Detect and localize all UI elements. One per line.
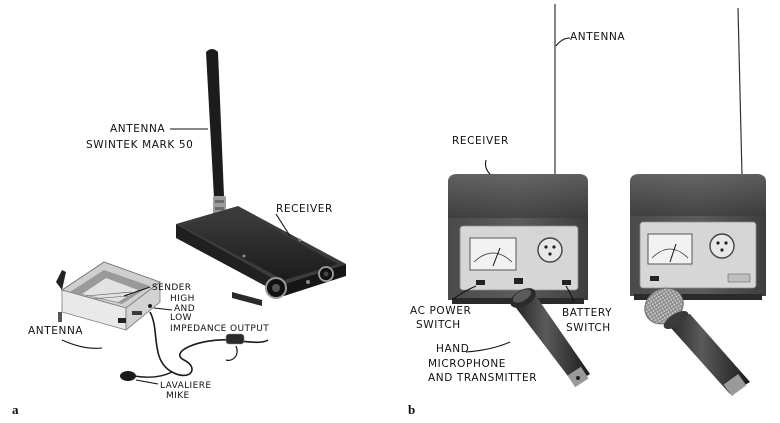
label-low: LOW xyxy=(170,313,192,323)
label-high: HIGH xyxy=(170,294,195,304)
label-ac-switch: SWITCH xyxy=(416,319,461,331)
sender-pack xyxy=(56,261,161,331)
receiver-a xyxy=(176,206,346,306)
label-microphone: MICROPHONE xyxy=(428,358,506,370)
leader-receiver-b xyxy=(484,159,491,175)
hand-mic-right xyxy=(644,287,750,396)
whip-antenna-right xyxy=(737,7,743,177)
label-battery: BATTERY xyxy=(562,307,612,319)
rubber-antenna xyxy=(206,49,228,224)
label-battery-switch: SWITCH xyxy=(566,322,611,334)
label-receiver-a: RECEIVER xyxy=(276,203,333,215)
leader-lavaliere xyxy=(135,379,159,385)
lavaliere-mike xyxy=(120,311,269,381)
label-antenna-b: ANTENNA xyxy=(570,31,625,43)
panel-letter-b: b xyxy=(408,402,415,417)
leader-antenna-b xyxy=(555,37,571,47)
leader-receiver-a xyxy=(275,213,291,237)
label-antenna-bottom: ANTENNA xyxy=(28,325,83,337)
receiver-b-left: SWINTEK xyxy=(448,174,588,304)
label-hand: HAND xyxy=(436,343,469,355)
label-and: AND xyxy=(174,304,195,314)
receiver-b-right xyxy=(630,174,766,300)
panel-b: SWINTEK xyxy=(408,4,766,417)
label-sender: SENDER xyxy=(152,283,191,293)
label-lavaliere: LAVALIERE xyxy=(160,381,211,391)
leader-antenna-bottom xyxy=(61,339,103,349)
leader-hand-mic xyxy=(465,341,511,353)
hand-mic-left xyxy=(510,288,590,388)
brand-plate-left: SWINTEK xyxy=(534,230,558,236)
leader-ac-switch xyxy=(451,285,477,301)
label-receiver-b: RECEIVER xyxy=(452,135,509,147)
leader-impedance xyxy=(153,307,173,311)
leader-sender xyxy=(123,286,151,297)
label-ac-power: AC POWER xyxy=(410,305,471,317)
label-antenna-model: SWINTEK MARK 50 xyxy=(86,139,193,151)
panel-a: ANTENNA SWINTEK MARK 50 RECEIVER SENDER … xyxy=(12,49,346,417)
label-lavaliere-mike: MIKE xyxy=(166,391,190,401)
leader-battery-switch xyxy=(565,285,575,303)
label-antenna-top: ANTENNA xyxy=(110,123,165,135)
label-impedance-output: IMPEDANCE OUTPUT xyxy=(170,324,269,334)
label-and-transmitter: AND TRANSMITTER xyxy=(428,372,537,384)
panel-letter-a: a xyxy=(12,402,19,417)
